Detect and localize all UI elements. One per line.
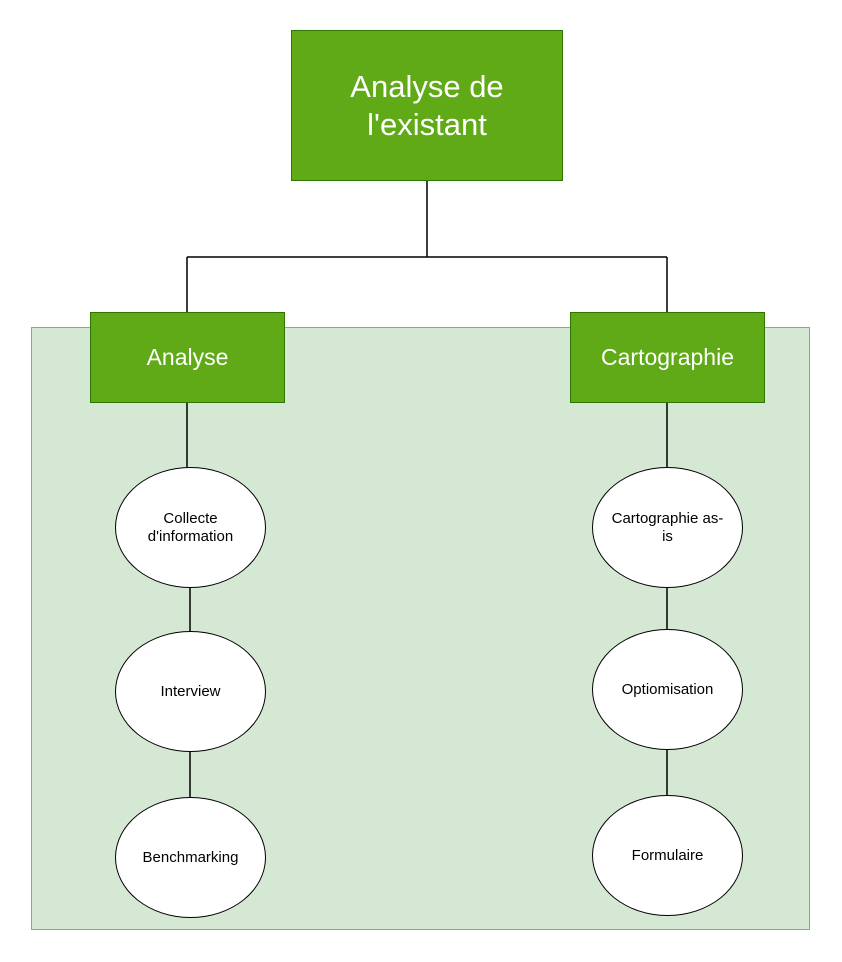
step-node-formulaire[interactable]: Formulaire <box>592 795 743 916</box>
step-node-label: Cartographie as-is <box>611 509 724 545</box>
branch-node-cartographie[interactable]: Cartographie <box>570 312 765 403</box>
step-node-optiomisation[interactable]: Optiomisation <box>592 629 743 750</box>
branch-node-analyse-label: Analyse <box>146 343 229 370</box>
step-node-interview[interactable]: Interview <box>115 631 266 752</box>
step-node-cartographie-as-is[interactable]: Cartographie as-is <box>592 467 743 588</box>
branch-node-analyse[interactable]: Analyse <box>90 312 285 403</box>
root-node[interactable]: Analyse de l'existant <box>291 30 563 181</box>
step-node-label: Formulaire <box>631 846 704 864</box>
root-node-label: Analyse de l'existant <box>350 69 504 142</box>
step-node-label: Benchmarking <box>142 848 239 866</box>
step-node-label: Interview <box>160 682 221 700</box>
step-node-label: Collecte d'information <box>147 509 234 545</box>
step-node-label: Optiomisation <box>621 680 714 698</box>
step-node-benchmarking[interactable]: Benchmarking <box>115 797 266 918</box>
step-node-collecte[interactable]: Collecte d'information <box>115 467 266 588</box>
branch-node-cartographie-label: Cartographie <box>601 343 734 370</box>
